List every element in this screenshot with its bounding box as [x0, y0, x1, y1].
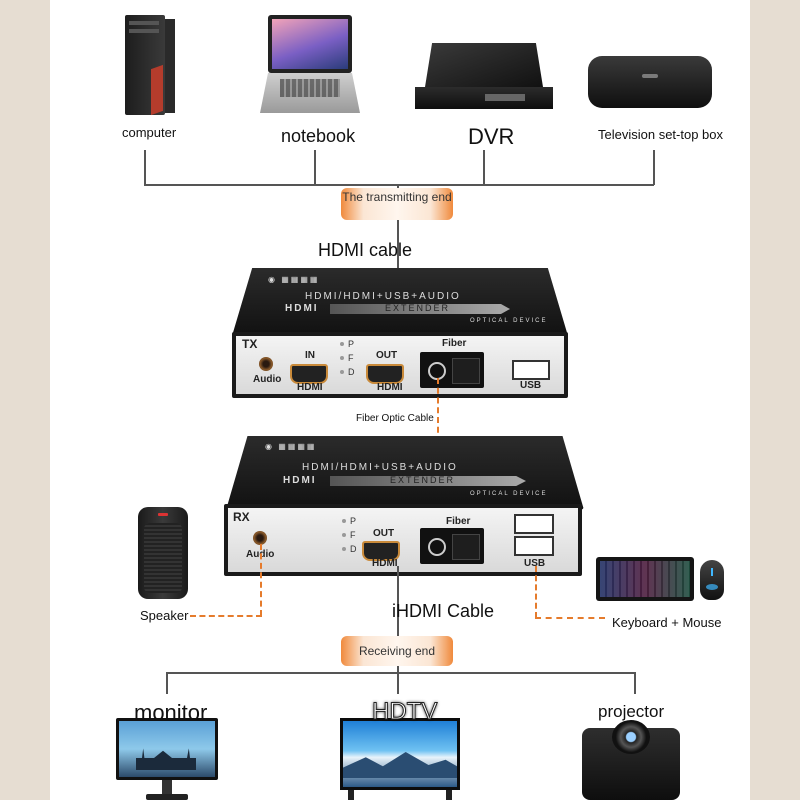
hdmi-cable-bottom-label: iHDMI Cable	[392, 601, 495, 621]
transmitting-end-badge: The transmitting end	[341, 188, 453, 220]
tx-fiber-label: Fiber	[442, 338, 467, 349]
tx-hdmi-in-label: HDMI	[297, 382, 323, 393]
settop-label: Television set-top box	[598, 127, 724, 142]
rx-led-p-icon	[342, 519, 346, 523]
speaker-icon	[138, 507, 188, 599]
keyboard-icon	[596, 557, 694, 601]
bus-line-horizontal	[144, 184, 654, 186]
tx-audio-jack-icon	[259, 357, 273, 371]
tx-hdmi-in-port-icon	[290, 364, 328, 384]
rx-led-d-icon	[342, 547, 346, 551]
rx-hdmi-out-label: HDMI	[372, 558, 398, 569]
mouse-icon	[700, 560, 724, 600]
rx-unit-top	[226, 436, 584, 510]
notebook-label: notebook	[281, 126, 356, 146]
projector-label: projector	[598, 702, 665, 721]
receiving-end-label: Receiving end	[358, 644, 436, 658]
projector-icon	[582, 720, 680, 800]
tx-hdmi-out-port-icon	[366, 364, 404, 384]
feed-line-tx	[397, 184, 399, 272]
feed-line-rx	[397, 566, 399, 638]
rx-top-line2: HDMI	[283, 475, 317, 486]
hdmi-cable-top-label: HDMI cable	[318, 240, 413, 260]
tx-led-d-label: D	[348, 367, 355, 377]
speaker-cable-v	[260, 544, 262, 616]
bus-drop-notebook	[314, 150, 316, 185]
tx-led-p-icon	[340, 342, 344, 346]
rx-led-p-label: P	[350, 516, 357, 526]
transmitting-end-label: The transmitting end	[342, 190, 452, 204]
tx-led-d-icon	[340, 370, 344, 374]
bus-drop-settop	[653, 150, 655, 185]
computer-icon	[125, 15, 177, 116]
display-drop-projector	[634, 672, 636, 694]
tx-usb-label: USB	[520, 380, 542, 391]
rx-usb-port-2-icon	[514, 536, 554, 556]
monitor-label: monitor	[134, 700, 208, 725]
tx-top-line1: HDMI/HDMI+USB+AUDIO	[305, 291, 461, 302]
fiber-label-bg	[354, 412, 432, 428]
display-drop-monitor	[166, 672, 168, 694]
settop-box-icon	[588, 56, 712, 114]
keyboard-mouse-label: Keyboard + Mouse	[612, 615, 722, 630]
tx-hdmi-out-label: HDMI	[377, 382, 403, 393]
tx-led-p-label: P	[348, 339, 355, 349]
rx-led-f-label: F	[350, 530, 356, 540]
tx-out-label: OUT	[376, 350, 398, 361]
tx-top-line3: EXTENDER	[385, 303, 451, 313]
display-bus-horizontal	[166, 672, 636, 674]
tx-top-brand: ◉ ▦▦▦▦	[268, 275, 320, 284]
tx-audio-label: Audio	[253, 374, 282, 385]
computer-label: computer	[122, 125, 177, 140]
speaker-label: Speaker	[140, 608, 189, 623]
rx-top-line3: EXTENDER	[390, 475, 456, 485]
bus-drop-computer	[144, 150, 146, 185]
rx-out-label: OUT	[373, 528, 395, 539]
receiving-end-badge: Receiving end	[341, 636, 453, 666]
hdtv-icon	[340, 718, 460, 800]
dvr-label: DVR	[468, 124, 515, 149]
usb-cable-v	[535, 566, 537, 618]
dvr-icon	[415, 43, 553, 111]
bus-drop-dvr	[483, 150, 485, 185]
tx-in-label: IN	[305, 350, 315, 361]
rx-top-arrow	[330, 476, 526, 486]
rx-top-brand: ◉ ▦▦▦▦	[265, 442, 317, 451]
tx-led-f-icon	[340, 356, 344, 360]
rx-led-d-label: D	[350, 544, 357, 554]
rx-usb-port-1-icon	[514, 514, 554, 534]
display-drop-hdtv	[397, 666, 399, 694]
rx-usb-label: USB	[524, 558, 546, 569]
tx-led-f-label: F	[348, 353, 354, 363]
tx-top-line2: HDMI	[285, 303, 319, 314]
tx-top-arrow	[330, 304, 510, 314]
tx-unit-top	[232, 268, 568, 336]
rx-fiber-label: Fiber	[446, 516, 471, 527]
right-side-bar	[750, 0, 800, 800]
rx-tag: RX	[233, 510, 250, 524]
speaker-cable-h	[190, 615, 262, 617]
tx-fiber-port-icon	[420, 352, 484, 388]
tx-top-line4: OPTICAL DEVICE	[470, 318, 548, 324]
monitor-icon	[116, 718, 218, 800]
rx-top-line1: HDMI/HDMI+USB+AUDIO	[302, 462, 458, 473]
notebook-icon	[260, 15, 360, 113]
usb-cable-h	[535, 617, 605, 619]
rx-top-line4: OPTICAL DEVICE	[470, 491, 548, 497]
fiber-cable-label: Fiber Optic Cable	[356, 413, 434, 424]
rx-led-f-icon	[342, 533, 346, 537]
rx-audio-jack-icon	[253, 531, 267, 545]
hdtv-label: HDTV	[371, 698, 438, 726]
tx-usb-port-icon	[512, 360, 550, 380]
rx-hdmi-out-port-icon	[362, 541, 400, 561]
left-side-bar	[0, 0, 50, 800]
tx-tag: TX	[242, 337, 258, 351]
rx-fiber-port-icon	[420, 528, 484, 564]
